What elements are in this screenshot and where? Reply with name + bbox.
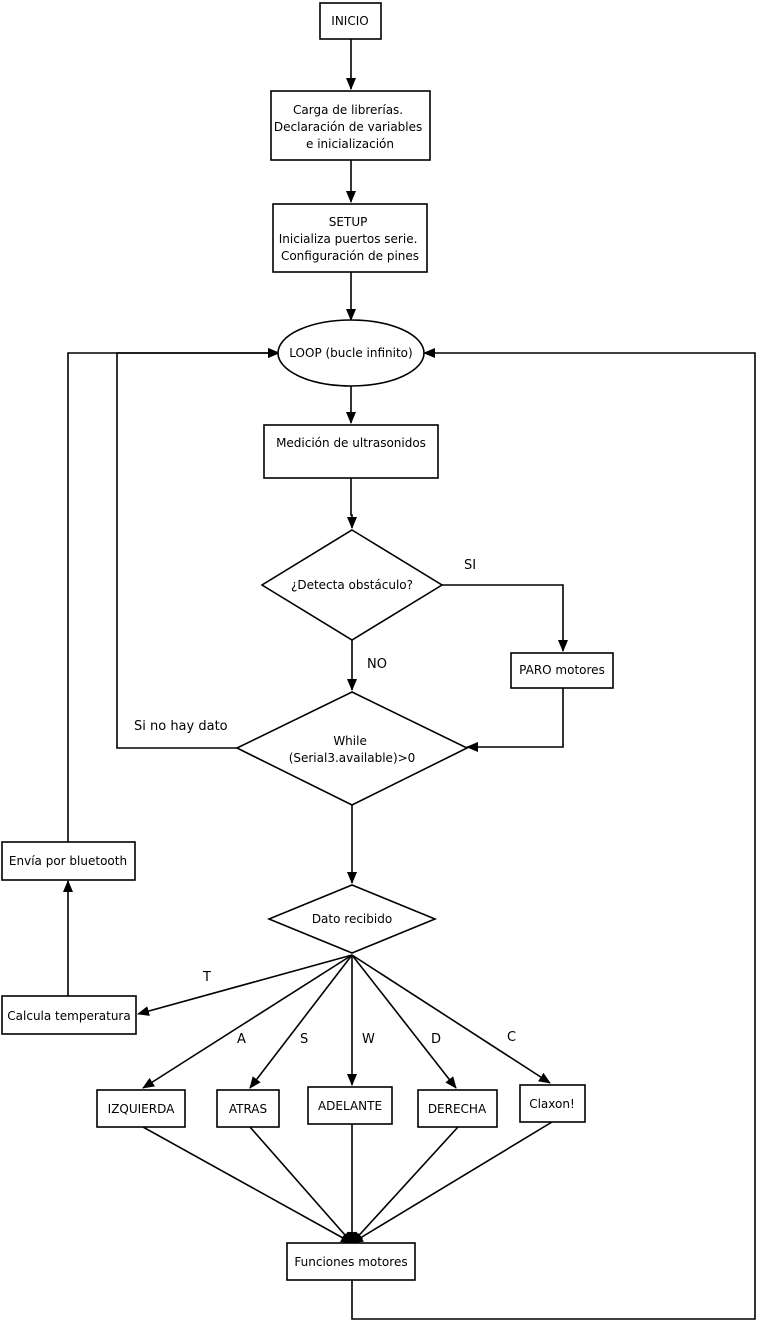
node-envia: Envía por bluetooth (1, 841, 136, 881)
node-carga-line-1: Carga de librerías. (293, 103, 403, 117)
edge-dato-derecha-d (351, 954, 457, 1089)
node-carga: Carga de librerías. Declaración de varia… (270, 90, 431, 161)
svg-text:Claxon!: Claxon! (529, 1097, 575, 1111)
svg-text:PARO motores: PARO motores (519, 663, 605, 677)
edge-detecta-paro-si (442, 584, 568, 652)
svg-text:Medición de ultrasonidos: Medición de ultrasonidos (276, 436, 426, 450)
node-while-line-1: While (333, 734, 367, 748)
node-inicio-line: INICIO (331, 14, 368, 28)
edges (63, 39, 756, 1320)
node-derecha: DERECHA (417, 1089, 498, 1128)
node-detecta: ¿Detecta obstáculo? (260, 529, 444, 641)
node-dato-line: Dato recibido (312, 912, 392, 926)
node-setup-line-2: Inicializa puertos serie. (279, 232, 418, 246)
edge-dato-atras-s (249, 954, 353, 1089)
svg-text:IZQUIERDA: IZQUIERDA (108, 1102, 175, 1116)
edge-funciones-loop (351, 348, 756, 1320)
node-izquierda: IZQUIERDA (96, 1089, 186, 1128)
edge-while-loop-nodata (116, 348, 280, 749)
edge-labels: SI NO Si no hay dato T A S W D C (134, 558, 516, 1047)
edge-claxon-funciones (351, 1121, 553, 1244)
node-claxon: Claxon! (519, 1084, 586, 1123)
svg-text:Dato recibido: Dato recibido (312, 912, 392, 926)
node-medicion: Medición de ultrasonidos (263, 424, 439, 479)
edge-atras-funciones (249, 1126, 353, 1244)
edge-dato-calcula-t (137, 954, 353, 1016)
edge-envia-loop (67, 348, 280, 842)
node-calcula-line: Calcula temperatura (7, 1009, 130, 1023)
node-medicion-line: Medición de ultrasonidos (276, 436, 426, 450)
node-izquierda-line: IZQUIERDA (108, 1102, 175, 1116)
svg-text:Envía por bluetooth: Envía por bluetooth (9, 854, 127, 868)
node-while: While (Serial3.available)>0 (235, 691, 469, 806)
node-loop: LOOP (bucle infinito) (277, 319, 425, 387)
node-dato: Dato recibido (266, 884, 438, 954)
svg-text:ADELANTE: ADELANTE (318, 1099, 382, 1113)
label-a: A (237, 1032, 246, 1047)
node-inicio: INICIO (319, 2, 382, 40)
node-carga-line-3: e inicialización (306, 137, 394, 151)
node-funciones-line: Funciones motores (294, 1255, 407, 1269)
edge-derecha-funciones (351, 1126, 459, 1244)
node-envia-line: Envía por bluetooth (9, 854, 127, 868)
node-claxon-line: Claxon! (529, 1097, 575, 1111)
edge-paro-while (466, 688, 564, 752)
edge-izquierda-funciones (142, 1126, 353, 1244)
svg-text:Carga de librerías. Decl: Carga de librerías. Declaración de varia… (274, 103, 426, 151)
node-loop-line: LOOP (bucle infinito) (289, 346, 412, 360)
label-c: C (507, 1030, 516, 1045)
label-s: S (300, 1032, 308, 1047)
node-adelante-line: ADELANTE (318, 1099, 382, 1113)
edge-dato-izquierda-a (142, 954, 353, 1089)
node-while-line-2: (Serial3.available)>0 (289, 751, 416, 765)
edge-medicion-detecta (347, 478, 357, 529)
label-t: T (202, 970, 211, 985)
node-detecta-line: ¿Detecta obstáculo? (291, 578, 413, 592)
label-si-no-hay-dato: Si no hay dato (134, 719, 228, 734)
svg-text:Funciones motores: Funciones motores (294, 1255, 407, 1269)
svg-text:SETUP Inicializa puertos: SETUP Inicializa puertos serie. Configur… (279, 215, 421, 263)
node-funciones: Funciones motores (286, 1242, 416, 1281)
edge-dato-claxon-c (351, 954, 551, 1084)
svg-text:LOOP (bucle infinito): LOOP (bucle infinito) (289, 346, 412, 360)
node-atras-line: ATRAS (229, 1102, 267, 1116)
label-no: NO (367, 657, 387, 672)
node-paro: PARO motores (510, 652, 614, 689)
node-calcula: Calcula temperatura (1, 995, 137, 1035)
svg-text:¿Detecta obstáculo?: ¿Detecta obstáculo? (291, 578, 413, 592)
svg-text:Calcula temperatura: Calcula temperatura (7, 1009, 130, 1023)
node-derecha-line: DERECHA (428, 1102, 487, 1116)
svg-text:ATRAS: ATRAS (229, 1102, 267, 1116)
label-w: W (362, 1032, 375, 1047)
node-paro-line: PARO motores (519, 663, 605, 677)
node-carga-line-2: Declaración de variables (274, 120, 422, 134)
label-d: D (431, 1032, 441, 1047)
label-si: SI (464, 558, 476, 573)
node-setup-line-3: Configuración de pines (281, 249, 419, 263)
node-setup-line-1: SETUP (329, 215, 368, 229)
node-adelante: ADELANTE (307, 1086, 393, 1125)
svg-text:While (Serial3.available: While (Serial3.available)>0 (289, 734, 416, 765)
svg-text:DERECHA: DERECHA (428, 1102, 487, 1116)
svg-text:INICIO: INICIO (331, 14, 368, 28)
node-setup: SETUP Inicializa puertos serie. Configur… (272, 203, 428, 273)
node-atras: ATRAS (216, 1089, 280, 1128)
